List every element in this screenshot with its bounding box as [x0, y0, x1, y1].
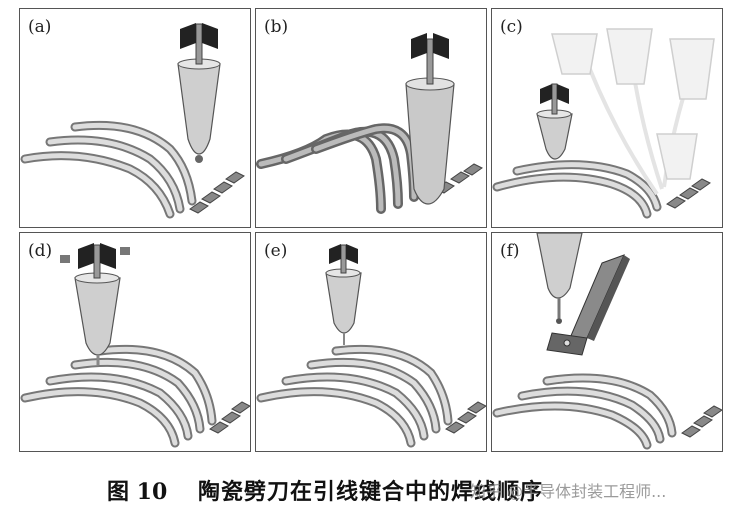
panel-a: (a) [19, 8, 251, 228]
capillary-tool-e [325, 244, 362, 345]
panel-d-drawing [20, 243, 250, 448]
panel-label: (f) [500, 241, 520, 261]
panel-f-drawing [492, 233, 722, 450]
capillary-tool-f [536, 233, 583, 324]
capillary-tool-d [60, 243, 130, 365]
caption-number: 图 10 [107, 479, 168, 505]
panel-c-drawing [492, 28, 715, 219]
panel-d: (d) [19, 232, 251, 452]
panel-c: (c) [491, 8, 723, 228]
capillary-tool-a [177, 23, 221, 163]
capillary-tool-b [405, 33, 455, 205]
panel-label: (e) [264, 241, 288, 261]
clamp-arm [546, 254, 630, 356]
panel-label: (d) [28, 241, 53, 261]
panel-b: (b) [255, 8, 487, 228]
capillary-tool-c [536, 83, 573, 160]
watermark: 知乎 @半导体封装工程师... [470, 482, 667, 501]
panel-f: (f) [491, 232, 723, 452]
panel-a-drawing [20, 23, 245, 219]
panel-label: (c) [500, 17, 523, 37]
figure-caption: 图 10 陶瓷劈刀在引线键合中的焊线顺序 知乎 @半导体封装工程师... [0, 470, 743, 506]
panel-label: (a) [28, 17, 52, 37]
caption-text: 陶瓷劈刀在引线键合中的焊线顺序 [198, 480, 544, 505]
panel-label: (b) [264, 17, 289, 37]
panel-e-drawing [256, 244, 486, 448]
panel-e: (e) [255, 232, 487, 452]
panel-b-drawing [256, 33, 483, 214]
figure-grid: (a) [19, 8, 724, 456]
